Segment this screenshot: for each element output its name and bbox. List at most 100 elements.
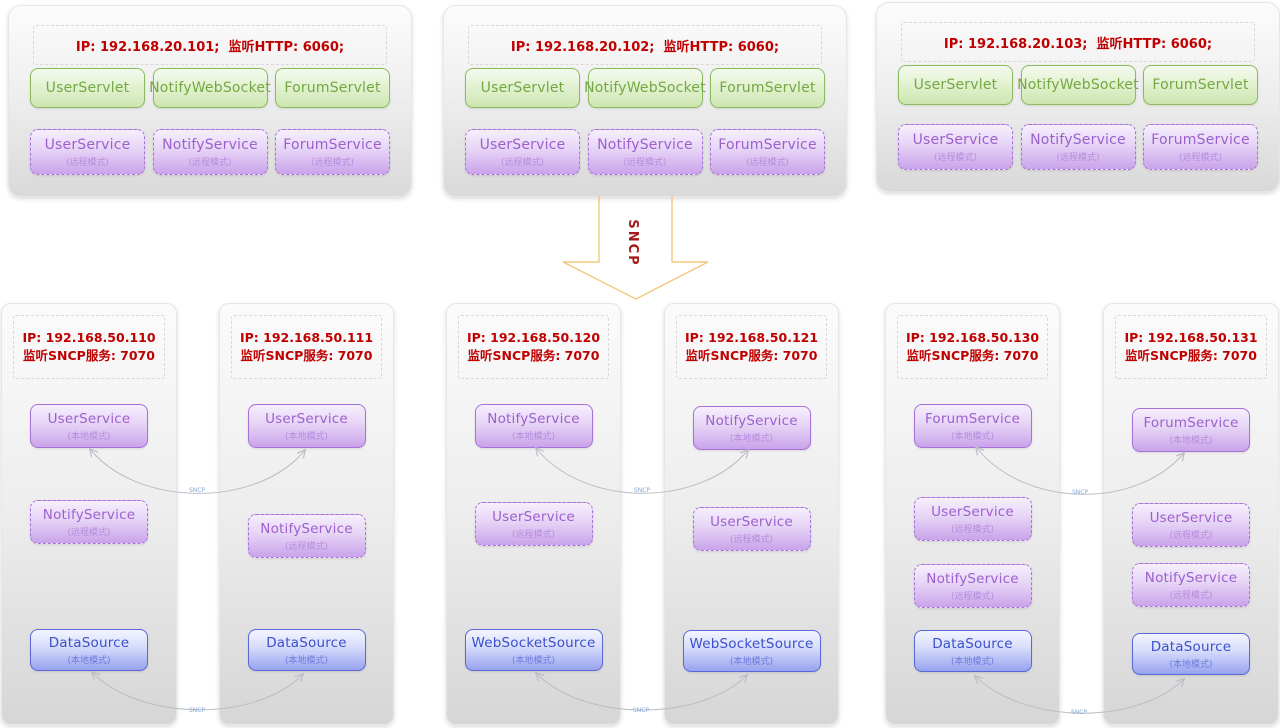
- ip-port-text: 监听SNCP服务: 7070: [467, 348, 600, 363]
- service-box-notifyservice-local: NotifyService (本地模式): [692, 406, 811, 450]
- service-box-notifyservice-remote: NotifyService (远程模式): [1132, 563, 1250, 607]
- service-box-userservice-remote: UserService (远程模式): [1132, 503, 1250, 547]
- service-box-forumservice: ForumService (远程模式): [275, 129, 390, 175]
- servlet-row: UserServlet NotifyWebSocket ForumServlet: [30, 68, 390, 108]
- service-mode: (远程模式): [1178, 152, 1223, 163]
- connector-label: SNCP: [1071, 709, 1087, 716]
- ip-banner: IP: 192.168.20.101; 监听HTTP: 6060;: [33, 25, 387, 65]
- servlet-box-forumservlet: ForumServlet: [275, 68, 390, 108]
- servlet-label: NotifyWebSocket: [584, 80, 706, 96]
- service-box-notifyservice: NotifyService (远程模式): [152, 129, 268, 175]
- service-box-userservice-remote: UserService (远程模式): [913, 497, 1032, 541]
- service-box-notifyservice: NotifyService (远程模式): [1020, 124, 1136, 170]
- servlet-label: UserServlet: [480, 80, 565, 96]
- service-box-userservice-local: UserService (本地模式): [30, 404, 148, 448]
- service-mode: (远程模式): [1169, 590, 1213, 601]
- service-box-userservice-remote: UserService (远程模式): [692, 507, 811, 551]
- datasource-mode: (本地模式): [1169, 659, 1213, 670]
- service-label: NotifyService: [1030, 131, 1126, 148]
- ip-banner: IP: 192.168.20.102; 监听HTTP: 6060;: [468, 25, 822, 65]
- service-box-notifyservice-local: NotifyService (本地模式): [474, 404, 593, 448]
- service-mode: (远程模式): [1056, 152, 1100, 163]
- ip-banner: IP: 192.168.50.121 监听SNCP服务: 7070: [676, 315, 827, 379]
- connector-label: SNCP: [189, 487, 205, 494]
- datasource-label: DataSource: [266, 634, 347, 651]
- servlet-row: UserServlet NotifyWebSocket ForumServlet: [898, 65, 1258, 105]
- service-mode: (远程模式): [623, 157, 667, 168]
- service-mode: (远程模式): [1169, 530, 1213, 541]
- service-mode: (本地模式): [284, 431, 329, 442]
- ip-text: IP: 192.168.50.110: [22, 329, 156, 345]
- service-row: UserService (远程模式) NotifyService (远程模式) …: [30, 129, 390, 175]
- service-box-forumservice-local: ForumService (本地模式): [913, 404, 1032, 448]
- service-mode: (远程模式): [67, 527, 111, 538]
- servlet-label: NotifyWebSocket: [1017, 77, 1139, 93]
- datasource-label: DataSource: [932, 635, 1013, 652]
- service-mode: (远程模式): [511, 529, 556, 540]
- service-label: NotifyService: [705, 412, 798, 429]
- servlet-box-notifywebsocket: NotifyWebSocket: [149, 68, 271, 108]
- service-box-userservice: UserService (远程模式): [30, 129, 145, 175]
- ip-text: IP: 192.168.20.101; 监听HTTP: 6060;: [75, 39, 345, 55]
- service-label: ForumService: [924, 410, 1021, 427]
- ip-banner: IP: 192.168.50.110 监听SNCP服务: 7070: [13, 315, 165, 379]
- ip-text: IP: 192.168.50.131: [1124, 329, 1258, 345]
- ip-text: IP: 192.168.20.102; 监听HTTP: 6060;: [510, 39, 780, 55]
- service-mode: (远程模式): [284, 541, 329, 552]
- servlet-box-userservlet: UserServlet: [465, 68, 580, 108]
- service-label: UserService: [492, 508, 575, 525]
- service-row: UserService (远程模式) NotifyService (远程模式) …: [465, 129, 825, 175]
- ip-banner: IP: 192.168.20.103; 监听HTTP: 6060;: [901, 22, 1255, 62]
- http-node-103: IP: 192.168.20.103; 监听HTTP: 6060; UserSe…: [876, 2, 1280, 192]
- service-box-forumservice: ForumService (远程模式): [1143, 124, 1258, 170]
- connector-label: SNCP: [634, 487, 650, 494]
- servlet-label: ForumServlet: [284, 80, 381, 96]
- service-mode: (远程模式): [745, 157, 790, 168]
- service-box-userservice-remote: UserService (远程模式): [474, 502, 593, 546]
- service-mode: (远程模式): [950, 524, 995, 535]
- websocketsource-mode: (本地模式): [729, 656, 774, 667]
- service-box-forumservice: ForumService (远程模式): [710, 129, 825, 175]
- datasource-mode: (本地模式): [67, 655, 111, 666]
- service-label: NotifyService: [1144, 569, 1238, 586]
- service-mode: (远程模式): [950, 591, 995, 602]
- service-label: ForumService: [1143, 414, 1239, 431]
- service-label: ForumService: [283, 136, 382, 153]
- datasource-box: DataSource (本地模式): [1132, 633, 1250, 675]
- http-node-101: IP: 192.168.20.101; 监听HTTP: 6060; UserSe…: [8, 5, 412, 197]
- ip-text: IP: 192.168.50.120: [466, 329, 601, 345]
- ip-text: IP: 192.168.50.121: [684, 329, 819, 345]
- service-mode: (本地模式): [67, 431, 111, 442]
- servlet-label: UserServlet: [45, 80, 130, 96]
- servlet-row: UserServlet NotifyWebSocket ForumServlet: [465, 68, 825, 108]
- service-mode: (本地模式): [1169, 435, 1213, 446]
- service-label: NotifyService: [926, 570, 1019, 587]
- service-mode: (远程模式): [188, 157, 232, 168]
- datasource-label: DataSource: [48, 634, 130, 651]
- websocketsource-box: WebSocketSource (本地模式): [464, 629, 603, 671]
- service-box-notifyservice: NotifyService (远程模式): [587, 129, 703, 175]
- datasource-mode: (本地模式): [950, 656, 995, 667]
- servlet-label: UserServlet: [913, 77, 998, 93]
- ip-banner: IP: 192.168.50.120 监听SNCP服务: 7070: [458, 315, 609, 379]
- ip-banner: IP: 192.168.50.130 监听SNCP服务: 7070: [897, 315, 1048, 379]
- service-row: UserService (远程模式) NotifyService (远程模式) …: [898, 124, 1258, 170]
- sncp-node-110: IP: 192.168.50.110 监听SNCP服务: 7070 UserSe…: [1, 303, 177, 725]
- service-box-forumservice-local: ForumService (本地模式): [1132, 408, 1250, 452]
- service-mode: (远程模式): [65, 157, 110, 168]
- service-mode: (远程模式): [500, 157, 545, 168]
- ip-banner: IP: 192.168.50.131 监听SNCP服务: 7070: [1115, 315, 1267, 379]
- servlet-label: ForumServlet: [719, 80, 816, 96]
- connector-label: SNCP: [633, 707, 649, 714]
- service-label: NotifyService: [162, 136, 258, 153]
- service-box-notifyservice-remote: NotifyService (远程模式): [247, 514, 366, 558]
- service-box-notifyservice-remote: NotifyService (远程模式): [913, 564, 1032, 608]
- service-label: NotifyService: [597, 136, 693, 153]
- service-label: UserService: [710, 513, 793, 530]
- servlet-box-forumservlet: ForumServlet: [1143, 65, 1258, 105]
- servlet-box-forumservlet: ForumServlet: [710, 68, 825, 108]
- service-mode: (本地模式): [950, 431, 995, 442]
- service-label: ForumService: [1151, 131, 1250, 148]
- service-label: UserService: [1149, 509, 1233, 526]
- service-box-userservice: UserService (远程模式): [465, 129, 580, 175]
